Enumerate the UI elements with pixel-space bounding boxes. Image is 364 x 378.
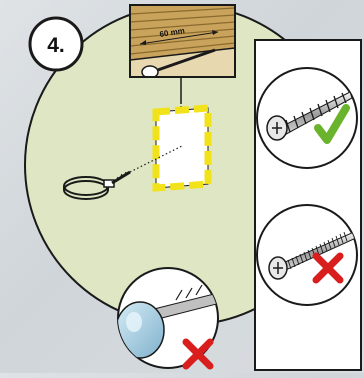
step-number: 4. — [47, 34, 65, 57]
option-wood-screw — [257, 68, 357, 168]
depth-detail-inset: 60 mm — [130, 5, 235, 78]
option-machine-screw — [257, 205, 357, 305]
step-number-badge: 4. — [30, 18, 82, 70]
drill-target-marker — [156, 108, 208, 188]
